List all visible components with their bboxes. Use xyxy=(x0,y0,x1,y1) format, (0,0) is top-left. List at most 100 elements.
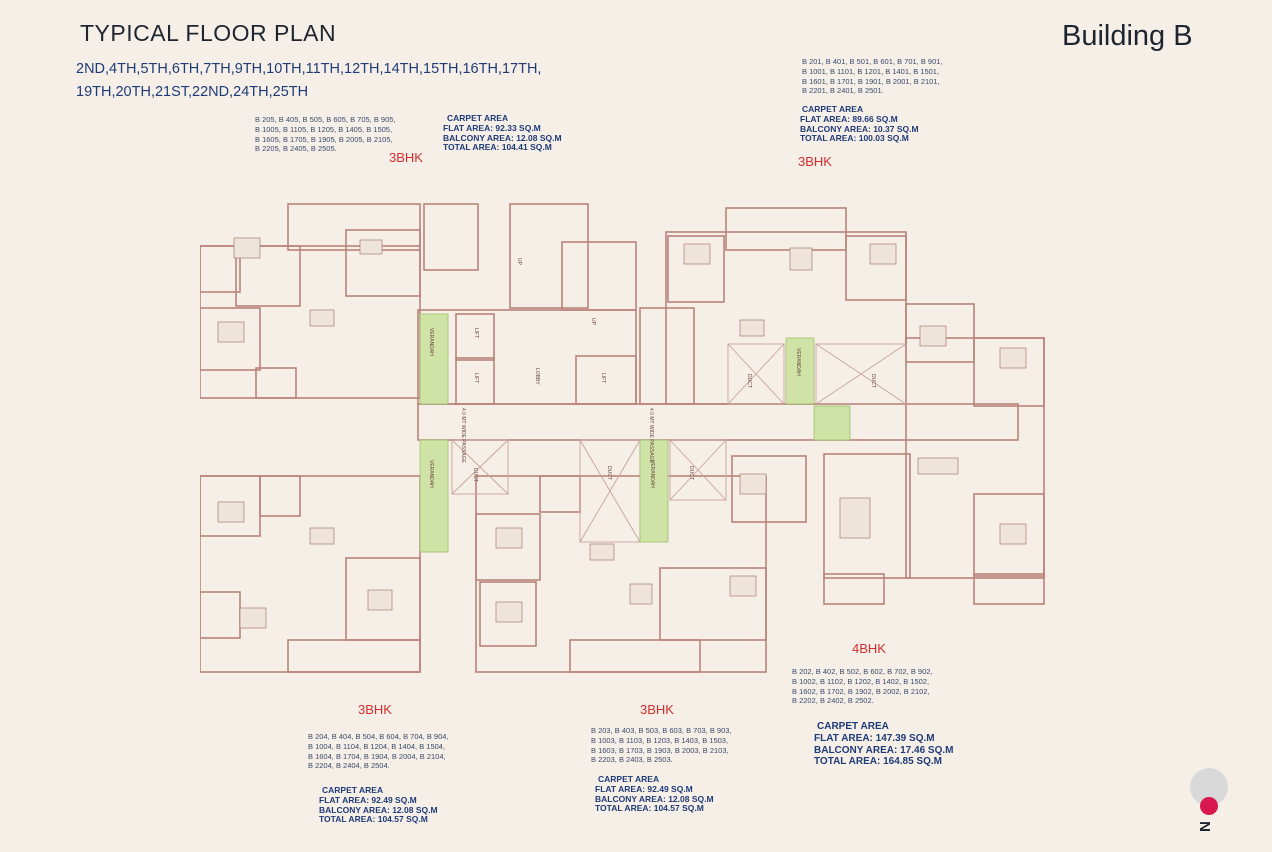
total-area: TOTAL AREA: 104.57 SQ.M xyxy=(595,803,704,814)
unit-line: B 2204, B 2404, B 2504. xyxy=(308,761,390,771)
balcony-outline xyxy=(973,573,1045,605)
total-area: TOTAL AREA: 104.41 SQ.M xyxy=(443,142,552,153)
balcony-outline xyxy=(200,591,241,639)
bedroom-outline xyxy=(845,235,907,301)
balcony-outline xyxy=(287,639,421,673)
passage-label: 4.0 MT WIDE PASSAGE xyxy=(460,408,466,463)
toilet-outline xyxy=(259,475,301,517)
duct-label: DUCT xyxy=(688,466,694,480)
lift-outline xyxy=(455,313,495,361)
dining-table xyxy=(917,457,959,475)
room-outline xyxy=(287,203,421,251)
bed xyxy=(217,501,245,523)
duct-label: DUCT xyxy=(746,374,752,388)
duct-cross xyxy=(579,439,641,543)
living-outline xyxy=(659,567,767,641)
carpet-heading: CARPET AREA xyxy=(447,113,509,123)
stair-outline xyxy=(509,203,589,309)
unit-type-bottom-right: 4BHK xyxy=(852,641,886,656)
duct xyxy=(727,343,785,405)
flat-area: FLAT AREA: 92.49 SQ.M xyxy=(319,794,417,805)
balcony-area: BALCONY AREA: 12.08 SQ.M xyxy=(319,804,438,815)
verandah xyxy=(785,337,815,405)
bed xyxy=(233,237,261,259)
unit-line: B 1003, B 1103, B 1203, B 1403, B 1503, xyxy=(591,735,729,745)
living-outline xyxy=(823,453,911,579)
bedroom-outline xyxy=(973,493,1045,577)
sofa xyxy=(839,497,871,539)
balcony-outline xyxy=(569,639,701,673)
room-outline xyxy=(725,207,847,251)
unit-line: B 204, B 404, B 504, B 604, B 704, B 904… xyxy=(308,732,449,741)
bed xyxy=(217,321,245,343)
verandahs xyxy=(419,313,851,553)
bed xyxy=(869,243,897,265)
unit-numbers-top-right: B 201, B 401, B 501, B 601, B 701, B 901… xyxy=(802,57,972,96)
floor-list: 2ND,4TH,5TH,6TH,7TH,9TH,10TH,11TH,12TH,1… xyxy=(76,58,596,104)
balcony-outline xyxy=(823,573,885,605)
verandah xyxy=(419,313,449,405)
bed xyxy=(729,575,757,597)
unit-outline-bottom-mid xyxy=(475,475,767,673)
core-outline xyxy=(417,309,637,405)
dining-table xyxy=(309,527,335,545)
bed xyxy=(739,473,767,495)
flat-area: FLAT AREA: 92.49 SQ.M xyxy=(595,783,693,794)
sofa xyxy=(789,247,813,271)
unit-type-top-right: 3BHK xyxy=(798,154,832,169)
stair-outline xyxy=(561,241,637,311)
verandah-label: VERANDAH xyxy=(428,328,434,356)
verandah-label: VERANDAH xyxy=(649,460,655,488)
bedroom-outline xyxy=(200,307,261,371)
carpet-heading: CARPET AREA xyxy=(802,104,864,114)
furniture xyxy=(217,237,1027,629)
sofa xyxy=(367,589,393,611)
flat-area: FLAT AREA: 147.39 SQ.M xyxy=(814,732,935,744)
unit-line: B 202, B 402, B 502, B 602, B 702, B 902… xyxy=(792,667,933,676)
verandah-label: VERANDAH xyxy=(428,460,434,488)
toilet-outline xyxy=(539,475,581,513)
passage-outline xyxy=(417,403,1019,441)
balcony-area: BALCONY AREA: 10.37 SQ.M xyxy=(800,123,919,134)
verandah xyxy=(639,439,669,543)
bedroom-outline xyxy=(235,245,301,307)
unit-line: B 1605, B 1705, B 1905, B 2005, B 2105, xyxy=(255,134,393,144)
bed xyxy=(239,607,267,629)
unit-line: B 1601, B 1701, B 1901, B 2001, B 2101, xyxy=(802,76,940,86)
bed xyxy=(919,325,947,347)
lift-label: LIFT xyxy=(600,373,606,383)
verandah xyxy=(813,405,851,441)
unit-numbers-bottom-right: B 202, B 402, B 502, B 602, B 702, B 902… xyxy=(792,667,962,706)
flat-area: FLAT AREA: 89.66 SQ.M xyxy=(800,113,898,124)
bedroom-outline xyxy=(475,513,541,581)
total-area: TOTAL AREA: 164.85 SQ.M xyxy=(814,756,942,768)
duct xyxy=(451,439,509,495)
bedroom-outline xyxy=(905,303,975,363)
balcony-area: BALCONY AREA: 12.08 SQ.M xyxy=(595,793,714,804)
north-indicator: N xyxy=(1195,821,1213,832)
bed xyxy=(999,523,1027,545)
unit-type-bottom-mid: 3BHK xyxy=(640,702,674,717)
total-area: TOTAL AREA: 100.03 SQ.M xyxy=(800,133,909,144)
dining-table xyxy=(589,543,615,561)
bed xyxy=(495,527,523,549)
bedroom-outline xyxy=(667,235,725,303)
duct xyxy=(669,439,727,501)
unit-line: B 201, B 401, B 501, B 601, B 701, B 901… xyxy=(802,57,943,66)
unit-line: B 1005, B 1105, B 1205, B 1405, B 1505, xyxy=(255,124,393,134)
verandah xyxy=(419,439,449,553)
floor-list-line-1: 2ND,4TH,5TH,6TH,7TH,9TH,10TH,11TH,12TH,1… xyxy=(76,61,542,77)
unit-line: B 2205, B 2405, B 2505. xyxy=(255,144,337,154)
unit-numbers-top-left: B 205, B 405, B 505, B 605, B 705, B 905… xyxy=(255,115,425,154)
bed xyxy=(999,347,1027,369)
unit-line: B 1002, B 1102, B 1202, B 1402, B 1502, xyxy=(792,676,930,686)
unit-line: B 1001, B 1101, B 1201, B 1401, B 1501, xyxy=(802,66,940,76)
flat-area: FLAT AREA: 92.33 SQ.M xyxy=(443,122,541,133)
duct-cross xyxy=(451,439,509,495)
floor-list-line-2: 19TH,20TH,21ST,22ND,24TH,25TH xyxy=(76,84,309,100)
carpet-heading: CARPET AREA xyxy=(817,721,889,732)
bedroom-outline xyxy=(973,337,1045,407)
unit-line: B 1604, B 1704, B 1904, B 2004, B 2104, xyxy=(308,751,446,761)
unit-line: B 1603, B 1703, B 1903, B 2003, B 2103, xyxy=(591,745,729,755)
toilet-outline xyxy=(255,367,297,399)
